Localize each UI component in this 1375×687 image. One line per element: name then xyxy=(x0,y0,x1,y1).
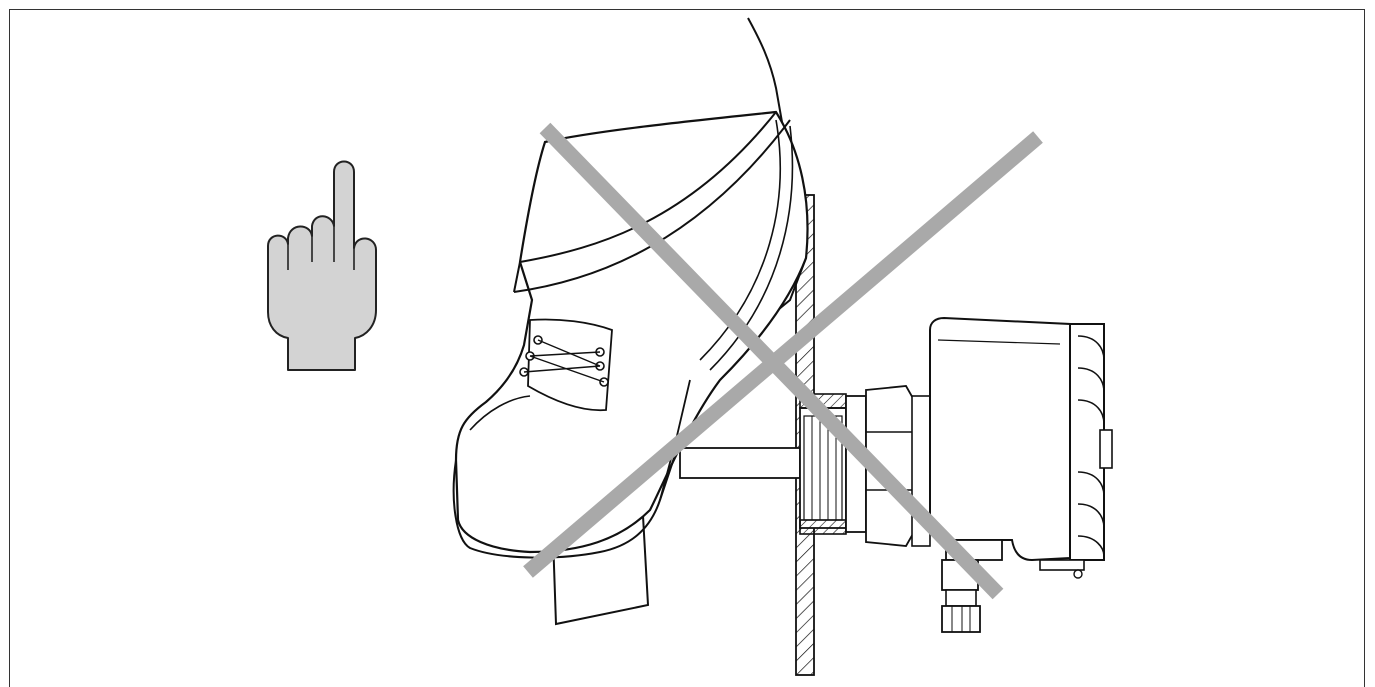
shoe-laces xyxy=(519,335,609,387)
instrument-housing xyxy=(929,316,1113,633)
prohibition-cross-icon xyxy=(523,122,1043,600)
diagram-border xyxy=(9,9,1365,687)
shoe xyxy=(452,110,809,559)
raised-index-finger-icon xyxy=(267,160,377,371)
